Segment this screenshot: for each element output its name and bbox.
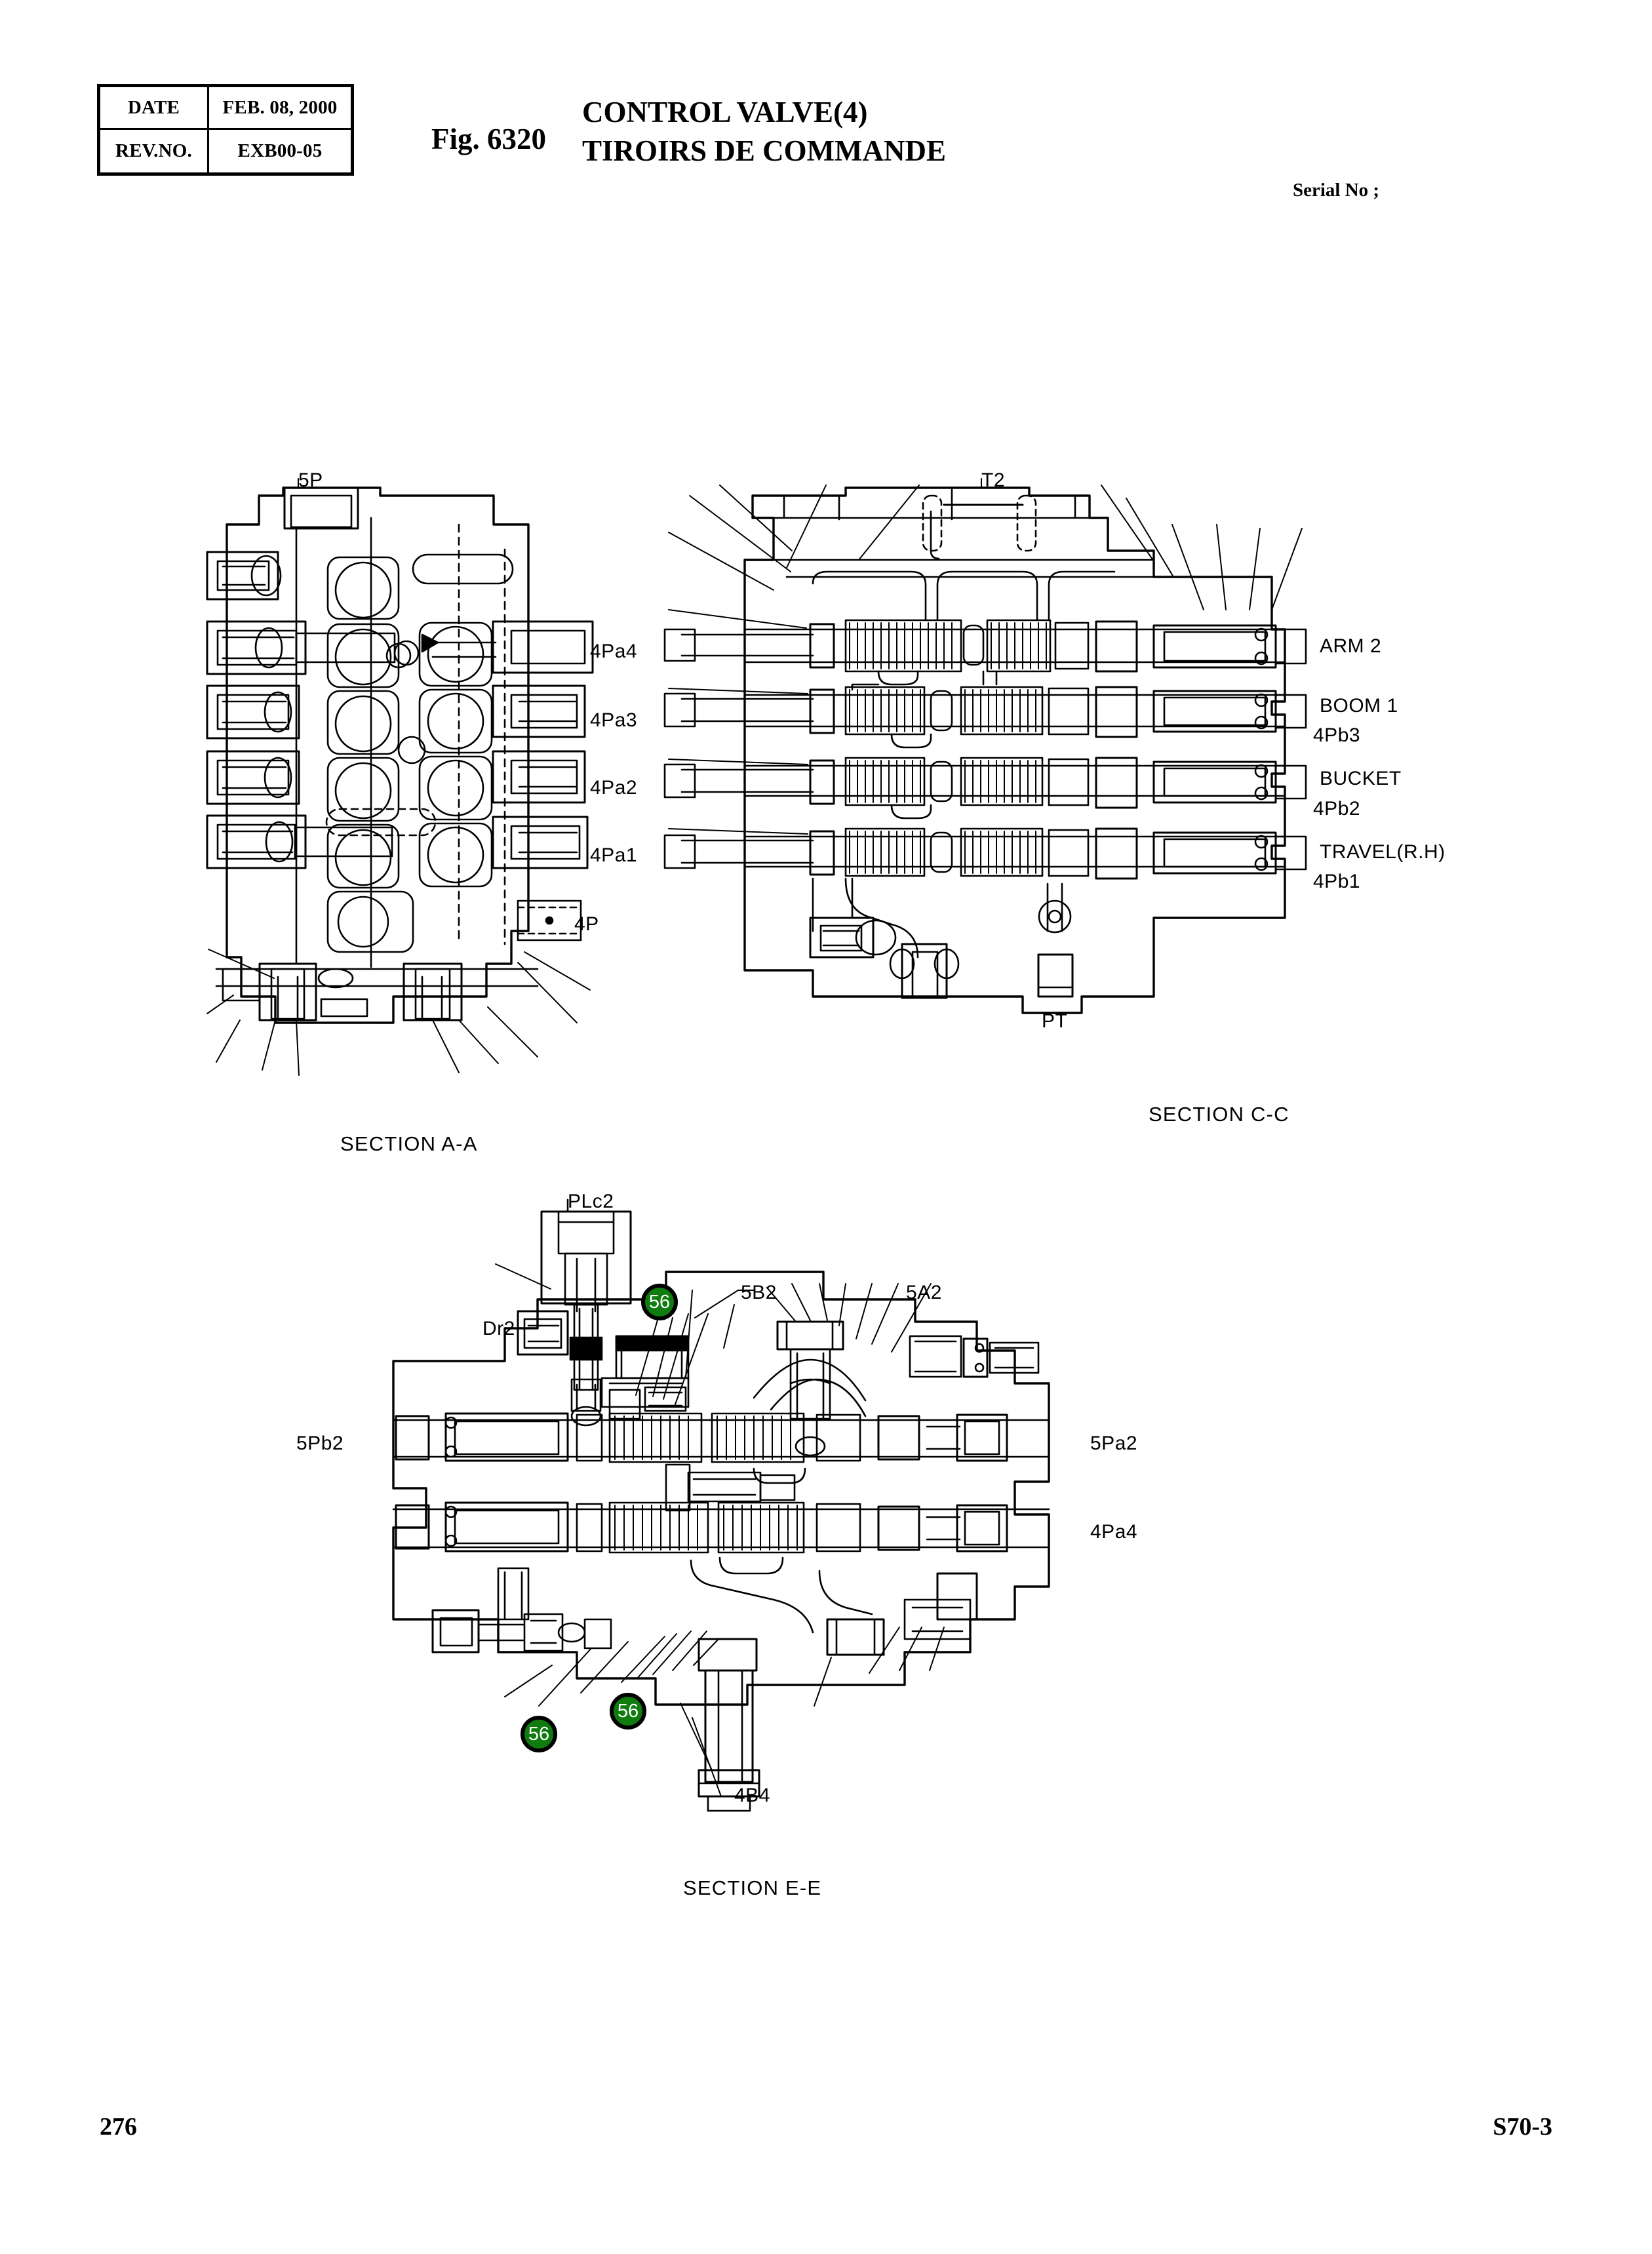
spool-row (663, 686, 1307, 738)
port-label-4pb2: 4Pb2 (1313, 798, 1361, 820)
port-label-4pa4: 4Pa4 (1090, 1521, 1138, 1543)
page-title: CONTROL VALVE(4) TIROIRS DE COMMANDE (582, 93, 946, 171)
port-label-dr2: Dr2 (482, 1318, 515, 1339)
port-label-plc2: PLc2 (568, 1191, 614, 1212)
document-code: S70-3 (1493, 2113, 1552, 2141)
section-e-e-drawing (392, 1198, 1050, 1812)
port-label-5b2: 5B2 (741, 1282, 777, 1303)
port-label-pt: PT (1042, 1010, 1068, 1032)
port-label-4pa2: 4Pa2 (590, 777, 638, 799)
port-label-bucket: BUCKET (1320, 768, 1402, 789)
date-value: FEB. 08, 2000 (209, 87, 351, 130)
port-label-4p: 4P (574, 913, 599, 935)
port-label-arm-2: ARM 2 (1320, 635, 1382, 657)
title-french: TIROIRS DE COMMANDE (582, 134, 947, 168)
part-callout-badge[interactable]: 56 (641, 1284, 678, 1320)
revision-table: DATE FEB. 08, 2000 REV.NO. EXB00-05 (97, 84, 354, 176)
port-label-4pb1: 4Pb1 (1313, 871, 1361, 892)
port-label-5a2: 5A2 (906, 1282, 942, 1303)
date-label: DATE (100, 87, 209, 130)
figure-number: Fig. 6320 (431, 123, 546, 155)
port-label-travel-r-h-: TRAVEL(R.H) (1320, 841, 1446, 863)
revno-value: EXB00-05 (237, 140, 323, 161)
title-english: CONTROL VALVE(4) (582, 96, 868, 129)
port-label-4pa3: 4Pa3 (590, 709, 638, 731)
spool-row (663, 619, 1307, 673)
section-a-a-drawing (206, 478, 594, 1076)
section-caption: SECTION E-E (683, 1876, 822, 1899)
part-callout-badge[interactable]: 56 (610, 1693, 646, 1730)
port-label-t2: T2 (981, 469, 1006, 491)
section-c-c-drawing (663, 478, 1307, 1014)
part-callout-badge[interactable]: 56 (521, 1716, 557, 1752)
spool-row (663, 757, 1307, 809)
port-label-boom-1: BOOM 1 (1320, 695, 1398, 717)
port-label-5p: 5P (298, 469, 323, 491)
port-label-4pa4: 4Pa4 (590, 641, 638, 662)
revno-label: REV.NO. (100, 130, 209, 172)
section-caption: SECTION C-C (1149, 1103, 1289, 1126)
port-label-4pb3: 4Pb3 (1313, 724, 1361, 746)
port-label-5pb2: 5Pb2 (296, 1433, 344, 1454)
port-label-4b4: 4B4 (734, 1785, 770, 1806)
serial-number-label: Serial No ; (1293, 180, 1380, 201)
section-caption: SECTION A-A (340, 1132, 478, 1155)
port-label-4pa1: 4Pa1 (590, 844, 638, 866)
page-number: 276 (100, 2113, 137, 2141)
port-label-5pa2: 5Pa2 (1090, 1433, 1138, 1454)
spool-row (663, 827, 1307, 880)
